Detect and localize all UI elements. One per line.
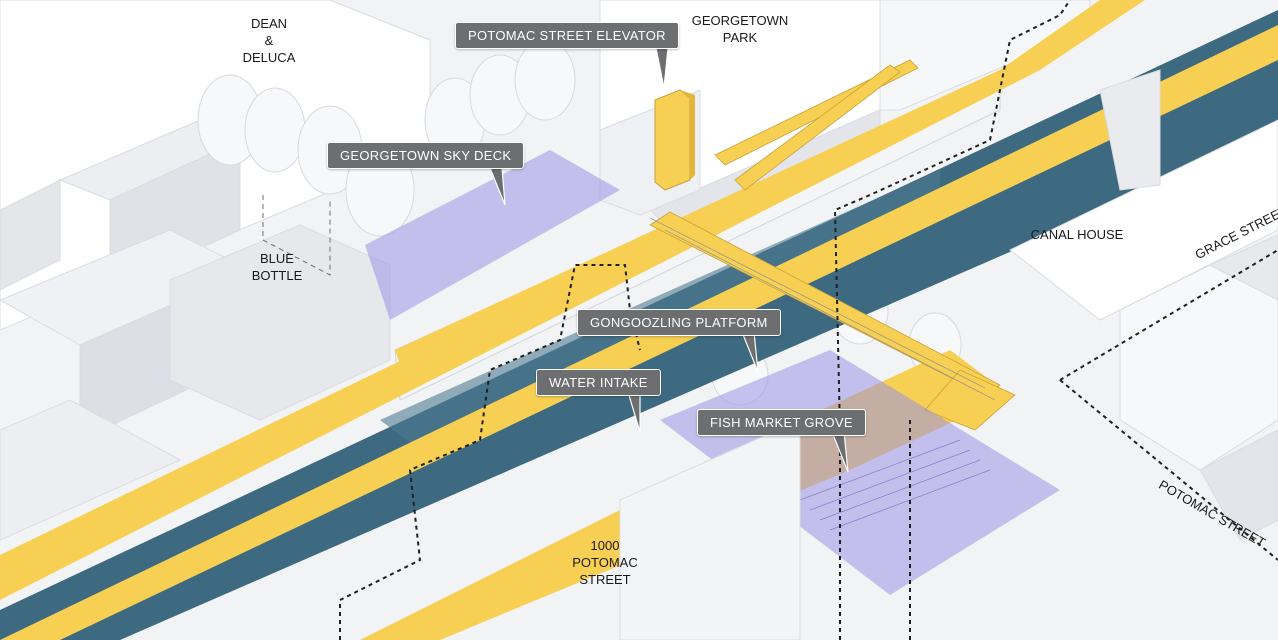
callout-water-intake: WATER INTAKE [536, 369, 661, 396]
blue-bottle-outline [262, 195, 331, 276]
label-dean-deluca: DEAN & DELUCA [242, 16, 296, 65]
callout-leaders [489, 47, 849, 473]
label-georgetown-park: GEORGETOWN PARK [691, 13, 789, 45]
ramps-and-bridge [649, 59, 1016, 431]
label-1000-potomac-street: 1000 POTOMAC STREET [572, 538, 638, 587]
elevator-tower [654, 89, 695, 191]
callout-fish-market-grove: FISH MARKET GROVE [697, 409, 866, 436]
north-upper-walk [395, 70, 1010, 365]
callout-georgetown-sky-deck: GEORGETOWN SKY DECK [327, 142, 525, 169]
dashed-routes [339, 0, 1278, 640]
north-bank-buildings [0, 0, 1091, 541]
south-bank-buildings [619, 69, 1278, 640]
bridge-railing [649, 217, 996, 401]
callout-potomac-street-elevator: POTOMAC STREET ELEVATOR [455, 22, 679, 49]
label-blue-bottle: BLUE BOTTLE [251, 251, 303, 283]
callout-gongoozling-platform: GONGOOZLING PLATFORM [577, 309, 781, 336]
sky-deck-plaza [365, 150, 620, 320]
label-canal-house: CANAL HOUSE [1030, 227, 1124, 242]
